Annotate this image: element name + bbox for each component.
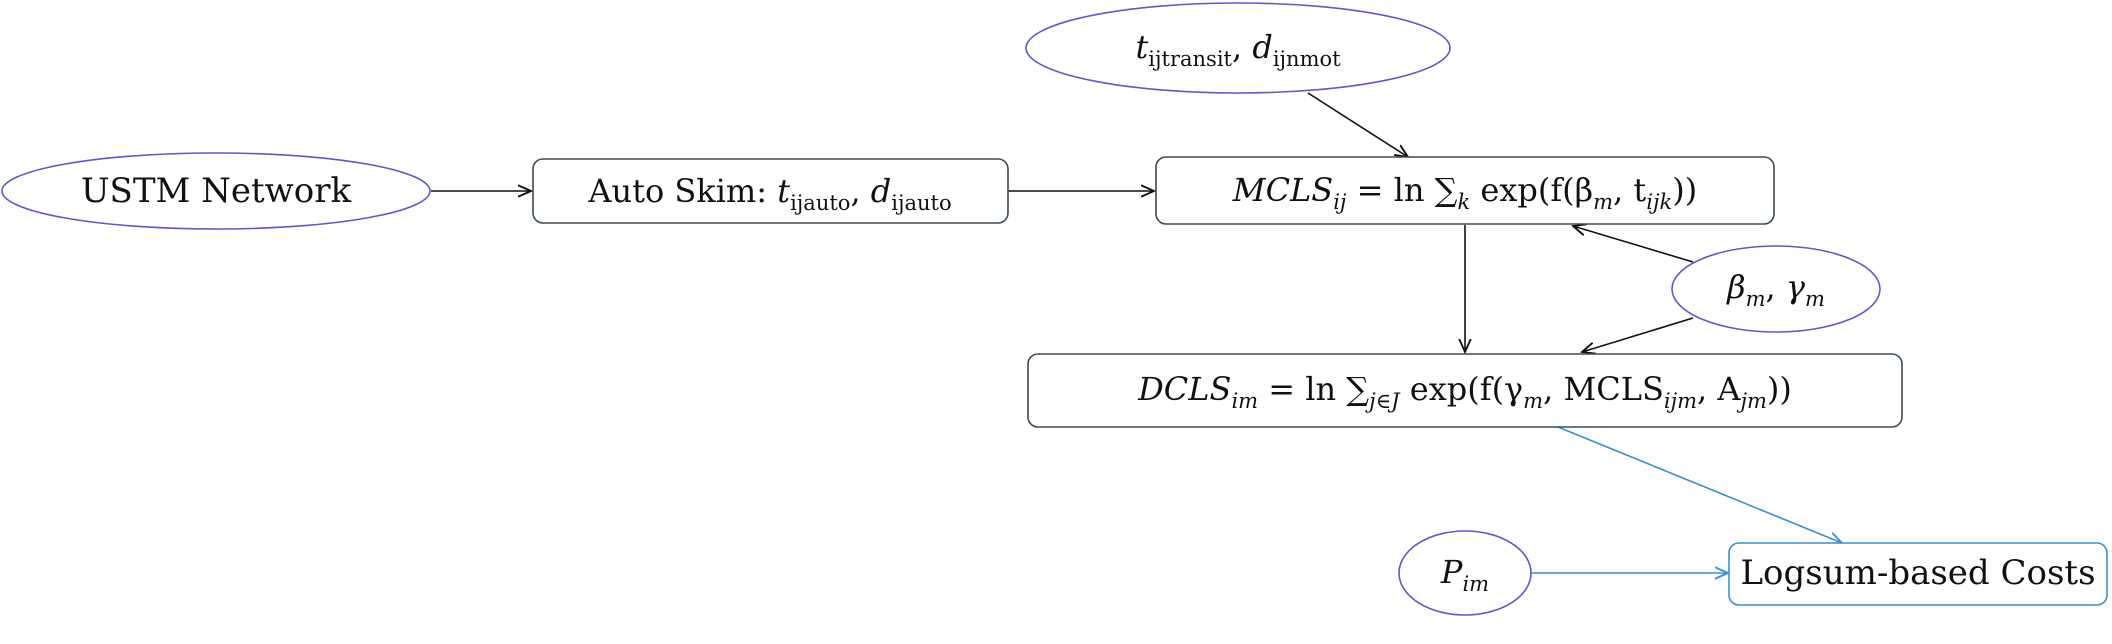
node-params: βm, γm bbox=[1671, 245, 1881, 333]
logsum-costs-label: Logsum-based Costs bbox=[1740, 553, 2095, 593]
auto-skim-label: Auto Skim: tijauto, dijauto bbox=[587, 172, 951, 215]
node-dcls: DCLSim = ln ∑j∈J exp(f(γm, MCLSijm, Ajm)… bbox=[1027, 353, 1903, 428]
node-auto-skim: Auto Skim: tijauto, dijauto bbox=[532, 158, 1009, 224]
mcls-formula: MCLSij = ln ∑k exp(f(βm, tijk)) bbox=[1232, 171, 1697, 214]
node-pim: Pim bbox=[1398, 530, 1532, 616]
transit-label: tijtransit, dijnmot bbox=[1135, 28, 1341, 71]
edge-params-to-dcls bbox=[1582, 317, 1694, 352]
node-transit: tijtransit, dijnmot bbox=[1025, 2, 1451, 94]
edge-dcls-to-costs bbox=[1557, 426, 1842, 543]
params-label: βm, γm bbox=[1726, 268, 1825, 311]
node-logsum-costs: Logsum-based Costs bbox=[1728, 542, 2108, 606]
ustm-network-label: USTM Network bbox=[81, 171, 352, 211]
node-mcls: MCLSij = ln ∑k exp(f(βm, tijk)) bbox=[1155, 156, 1775, 225]
node-ustm-network: USTM Network bbox=[1, 152, 431, 230]
edge-transit-to-mcls bbox=[1307, 92, 1408, 157]
pim-label: Pim bbox=[1440, 553, 1489, 596]
dcls-formula: DCLSim = ln ∑j∈J exp(f(γm, MCLSijm, Ajm)… bbox=[1137, 370, 1792, 413]
edge-params-to-mcls bbox=[1573, 226, 1694, 263]
